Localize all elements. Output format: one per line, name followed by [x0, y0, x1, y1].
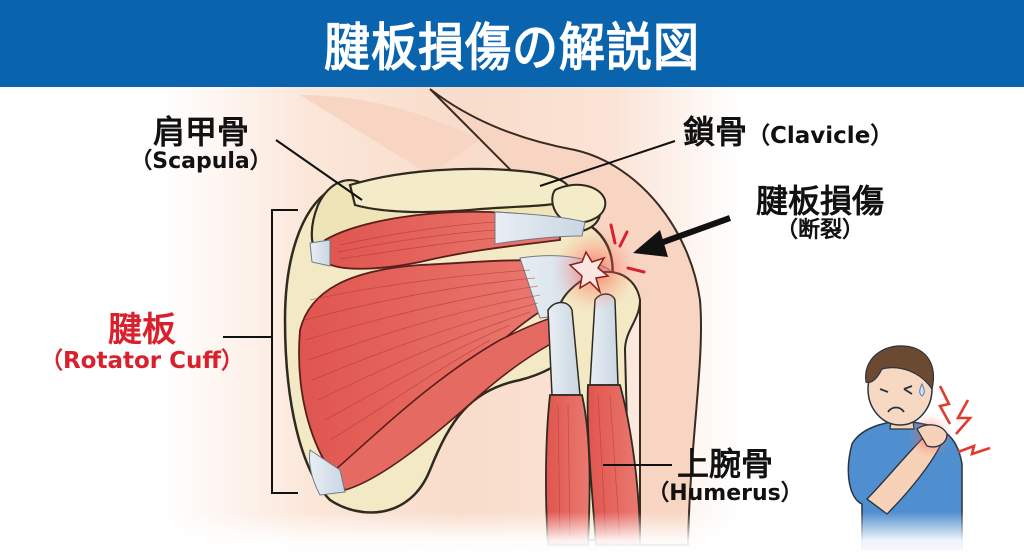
clavicle-jp: 鎖骨	[683, 113, 748, 151]
humerus-label: 上腕骨 （Humerus）	[647, 445, 803, 507]
injury-label: 腱板損傷 （断裂）	[755, 182, 884, 244]
rotator-cuff-label: 腱板 （Rotator Cuff）	[39, 310, 245, 375]
page-title: 腱板損傷の解説図	[324, 16, 700, 78]
bottom-fade	[0, 87, 1024, 559]
title-banner: 腱板損傷の解説図	[0, 0, 1024, 87]
clavicle-label: 鎖骨（Clavicle）	[683, 113, 894, 151]
diagram-area: 肩甲骨 （Scapula） 鎖骨（Clavicle） 腱板損傷 （断裂） 腱板 …	[0, 87, 1024, 559]
clavicle-en: （Clavicle）	[747, 123, 894, 149]
scapula-label: 肩甲骨 （Scapula）	[130, 113, 272, 175]
